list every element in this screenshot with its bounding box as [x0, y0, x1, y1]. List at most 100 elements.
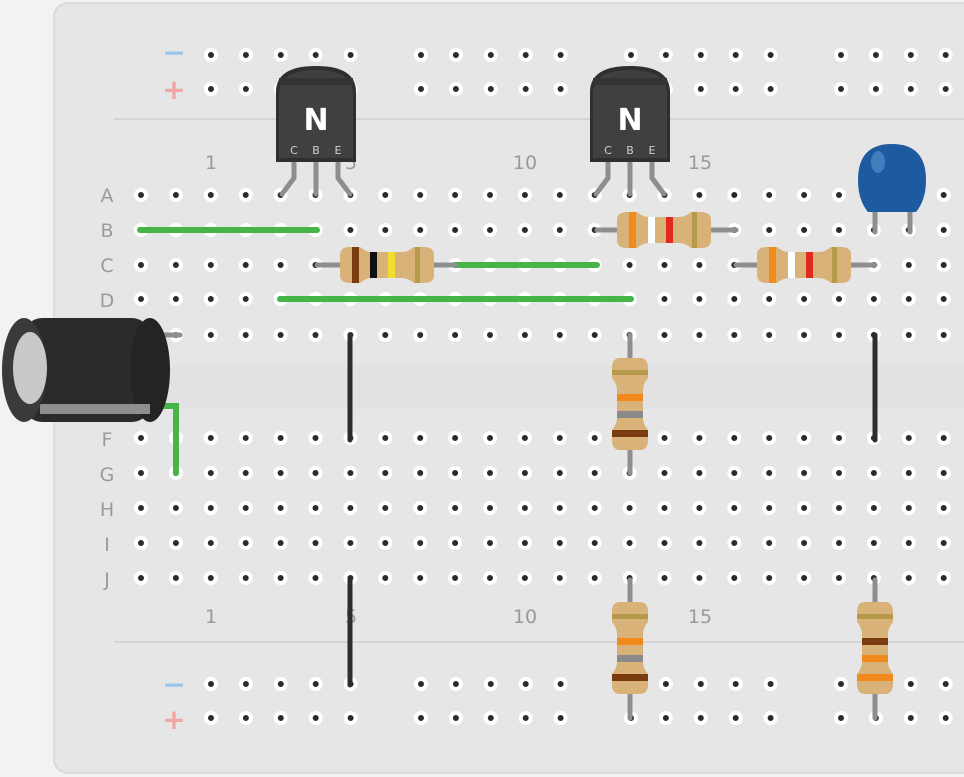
rail-hole-bottom-minus-6[interactable]	[414, 677, 428, 691]
hole-f-20[interactable]	[797, 431, 812, 445]
hole-h-3[interactable]	[203, 501, 218, 515]
hole-i-9[interactable]	[413, 536, 428, 550]
hole-d-22[interactable]	[866, 292, 881, 306]
hole-i-17[interactable]	[692, 536, 707, 550]
rail-hole-top-plus-13[interactable]	[693, 82, 708, 96]
hole-e-13[interactable]	[552, 328, 567, 342]
rail-hole-bottom-minus-9[interactable]	[518, 677, 533, 691]
hole-a-17[interactable]	[692, 188, 707, 202]
hole-i-6[interactable]	[308, 536, 323, 550]
hole-g-20[interactable]	[797, 466, 812, 480]
hole-g-22[interactable]	[866, 466, 881, 480]
rail-hole-top-plus-1[interactable]	[204, 82, 218, 96]
hole-a-3[interactable]	[203, 188, 218, 202]
rail-hole-bottom-plus-8[interactable]	[483, 711, 498, 725]
resistor-3[interactable]	[757, 247, 851, 283]
hole-e-24[interactable]	[936, 328, 951, 342]
hole-i-8[interactable]	[378, 536, 393, 550]
hole-c-2[interactable]	[168, 258, 183, 272]
hole-h-11[interactable]	[483, 501, 497, 515]
hole-i-18[interactable]	[727, 536, 742, 550]
hole-h-23[interactable]	[901, 501, 916, 515]
rail-hole-top-plus-8[interactable]	[483, 82, 498, 96]
hole-d-23[interactable]	[901, 292, 916, 306]
hole-f-8[interactable]	[378, 431, 393, 445]
hole-h-7[interactable]	[343, 501, 358, 515]
npn-transistor-2[interactable]: N C B E	[590, 66, 670, 197]
rail-hole-top-minus-4[interactable]	[308, 48, 323, 62]
rail-hole-bottom-plus-18[interactable]	[903, 711, 918, 725]
rail-hole-top-minus-14[interactable]	[728, 48, 743, 62]
hole-g-9[interactable]	[413, 466, 428, 480]
rail-hole-top-plus-15[interactable]	[763, 82, 778, 96]
rail-hole-bottom-plus-13[interactable]	[693, 711, 708, 725]
hole-j-1[interactable]	[134, 571, 148, 585]
hole-i-21[interactable]	[832, 536, 846, 550]
rail-hole-bottom-minus-19[interactable]	[938, 677, 953, 691]
hole-h-10[interactable]	[448, 501, 463, 515]
hole-e-18[interactable]	[727, 328, 742, 342]
hole-g-19[interactable]	[762, 466, 777, 480]
rail-hole-bottom-minus-3[interactable]	[273, 677, 288, 691]
hole-b-9[interactable]	[413, 223, 428, 237]
hole-h-1[interactable]	[134, 501, 148, 515]
hole-a-19[interactable]	[762, 188, 777, 202]
rail-hole-top-minus-11[interactable]	[624, 48, 638, 62]
hole-h-19[interactable]	[762, 501, 777, 515]
hole-e-16[interactable]	[657, 328, 672, 342]
rail-hole-bottom-minus-10[interactable]	[553, 677, 568, 691]
hole-d-21[interactable]	[832, 292, 846, 306]
electrolytic-capacitor-icon[interactable]	[2, 318, 170, 422]
rail-hole-top-minus-13[interactable]	[693, 48, 708, 62]
hole-f-19[interactable]	[762, 431, 777, 445]
hole-f-21[interactable]	[832, 431, 846, 445]
hole-f-13[interactable]	[552, 431, 567, 445]
resistor-6[interactable]	[857, 602, 893, 694]
hole-d-4[interactable]	[238, 292, 253, 306]
hole-h-21[interactable]	[832, 501, 846, 515]
hole-g-16[interactable]	[657, 466, 672, 480]
ceramic-capacitor-icon[interactable]	[858, 144, 926, 212]
rail-hole-bottom-minus-8[interactable]	[483, 677, 498, 691]
hole-g-18[interactable]	[727, 466, 742, 480]
resistor-5[interactable]	[612, 602, 648, 694]
hole-h-16[interactable]	[657, 501, 672, 515]
hole-h-20[interactable]	[797, 501, 812, 515]
hole-e-6[interactable]	[308, 328, 323, 342]
rail-hole-bottom-minus-2[interactable]	[238, 677, 253, 691]
hole-g-12[interactable]	[517, 466, 532, 480]
hole-b-11[interactable]	[483, 223, 497, 237]
hole-g-3[interactable]	[203, 466, 218, 480]
rail-hole-top-minus-6[interactable]	[414, 48, 428, 62]
hole-e-10[interactable]	[448, 328, 463, 342]
resistor-4[interactable]	[612, 358, 648, 450]
rail-hole-top-minus-10[interactable]	[553, 48, 568, 62]
rail-hole-top-minus-7[interactable]	[448, 48, 463, 62]
hole-d-18[interactable]	[727, 292, 742, 306]
hole-f-23[interactable]	[901, 431, 916, 445]
hole-a-20[interactable]	[797, 188, 812, 202]
hole-h-4[interactable]	[238, 501, 253, 515]
hole-f-6[interactable]	[308, 431, 323, 445]
rail-hole-top-plus-14[interactable]	[728, 82, 743, 96]
hole-g-10[interactable]	[448, 466, 463, 480]
hole-j-16[interactable]	[657, 571, 672, 585]
hole-i-23[interactable]	[901, 536, 916, 550]
hole-b-19[interactable]	[762, 223, 777, 237]
rail-hole-bottom-minus-12[interactable]	[658, 677, 673, 691]
rail-hole-top-plus-2[interactable]	[238, 82, 253, 96]
rail-hole-bottom-plus-19[interactable]	[938, 711, 953, 725]
hole-g-23[interactable]	[901, 466, 916, 480]
hole-a-13[interactable]	[552, 188, 567, 202]
rail-hole-top-minus-15[interactable]	[763, 48, 778, 62]
hole-g-13[interactable]	[552, 466, 567, 480]
hole-j-3[interactable]	[203, 571, 218, 585]
rail-hole-bottom-plus-1[interactable]	[204, 711, 218, 725]
rail-hole-bottom-minus-4[interactable]	[308, 677, 323, 691]
rail-hole-bottom-plus-10[interactable]	[553, 711, 568, 725]
rail-hole-bottom-minus-7[interactable]	[448, 677, 463, 691]
hole-g-11[interactable]	[483, 466, 497, 480]
hole-e-21[interactable]	[832, 328, 846, 342]
